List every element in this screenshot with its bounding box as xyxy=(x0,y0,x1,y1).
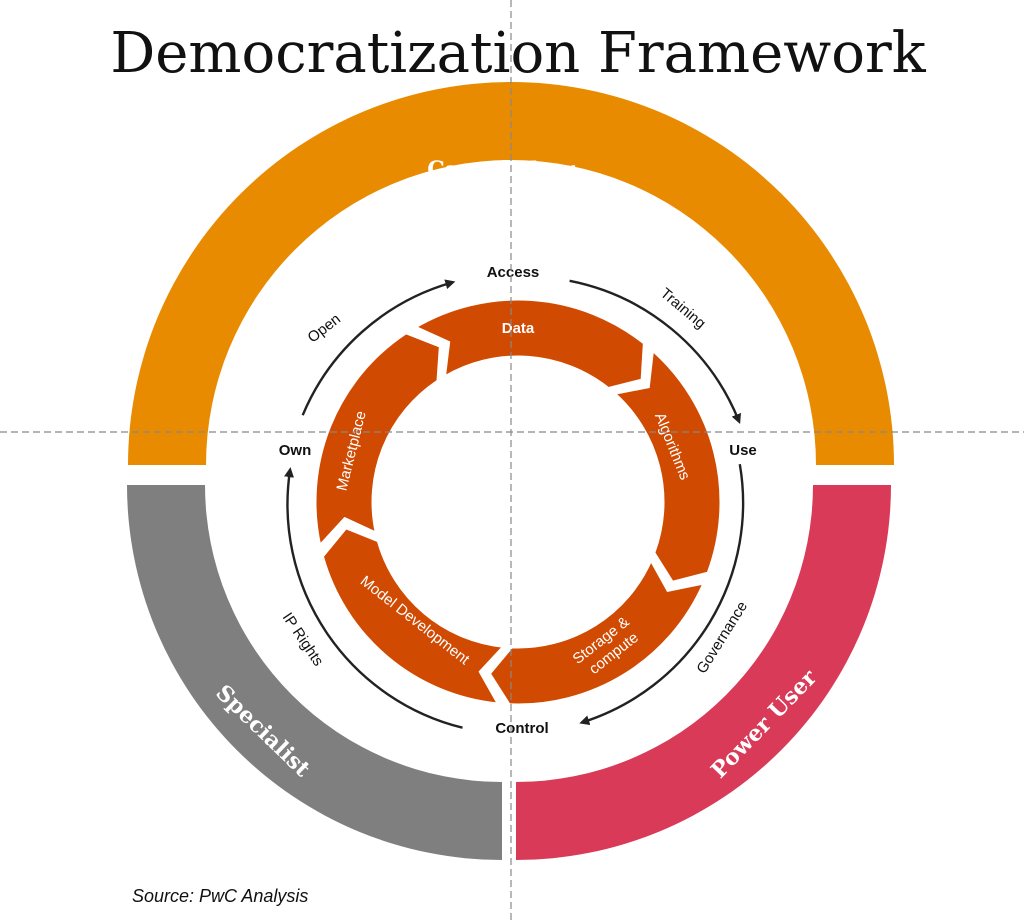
page-title: Democratization Framework xyxy=(110,21,926,86)
inner-ring-segment xyxy=(487,556,707,707)
arrow-control-to-own xyxy=(284,467,463,729)
inner-cycle-ring xyxy=(313,297,723,707)
arrow-own-to-access xyxy=(301,279,456,416)
inner-ring-segment xyxy=(610,346,723,585)
inner-ring-segment xyxy=(313,331,442,550)
specialist-band xyxy=(127,485,502,860)
node-use: Use xyxy=(729,442,757,459)
arrow-access-to-use xyxy=(569,279,741,425)
arrow-use-to-control xyxy=(579,463,745,726)
edge-label-training: Training xyxy=(657,285,709,333)
source-note: Source: PwC Analysis xyxy=(132,886,308,906)
node-access: Access xyxy=(487,264,540,281)
power-user-band xyxy=(516,485,891,860)
edge-label-governance: Governance xyxy=(693,598,751,676)
segment-label-data: Data xyxy=(502,320,535,337)
node-control: Control xyxy=(495,720,548,737)
node-own: Own xyxy=(279,442,312,459)
inner-ring-segment xyxy=(320,525,508,706)
casual-user-band xyxy=(128,82,894,465)
edge-label-ip-rights: IP Rights xyxy=(279,610,327,670)
casual-user-label: Casual User xyxy=(427,157,575,183)
edge-label-open: Open xyxy=(305,310,344,346)
inner-ring-segment xyxy=(411,297,646,391)
